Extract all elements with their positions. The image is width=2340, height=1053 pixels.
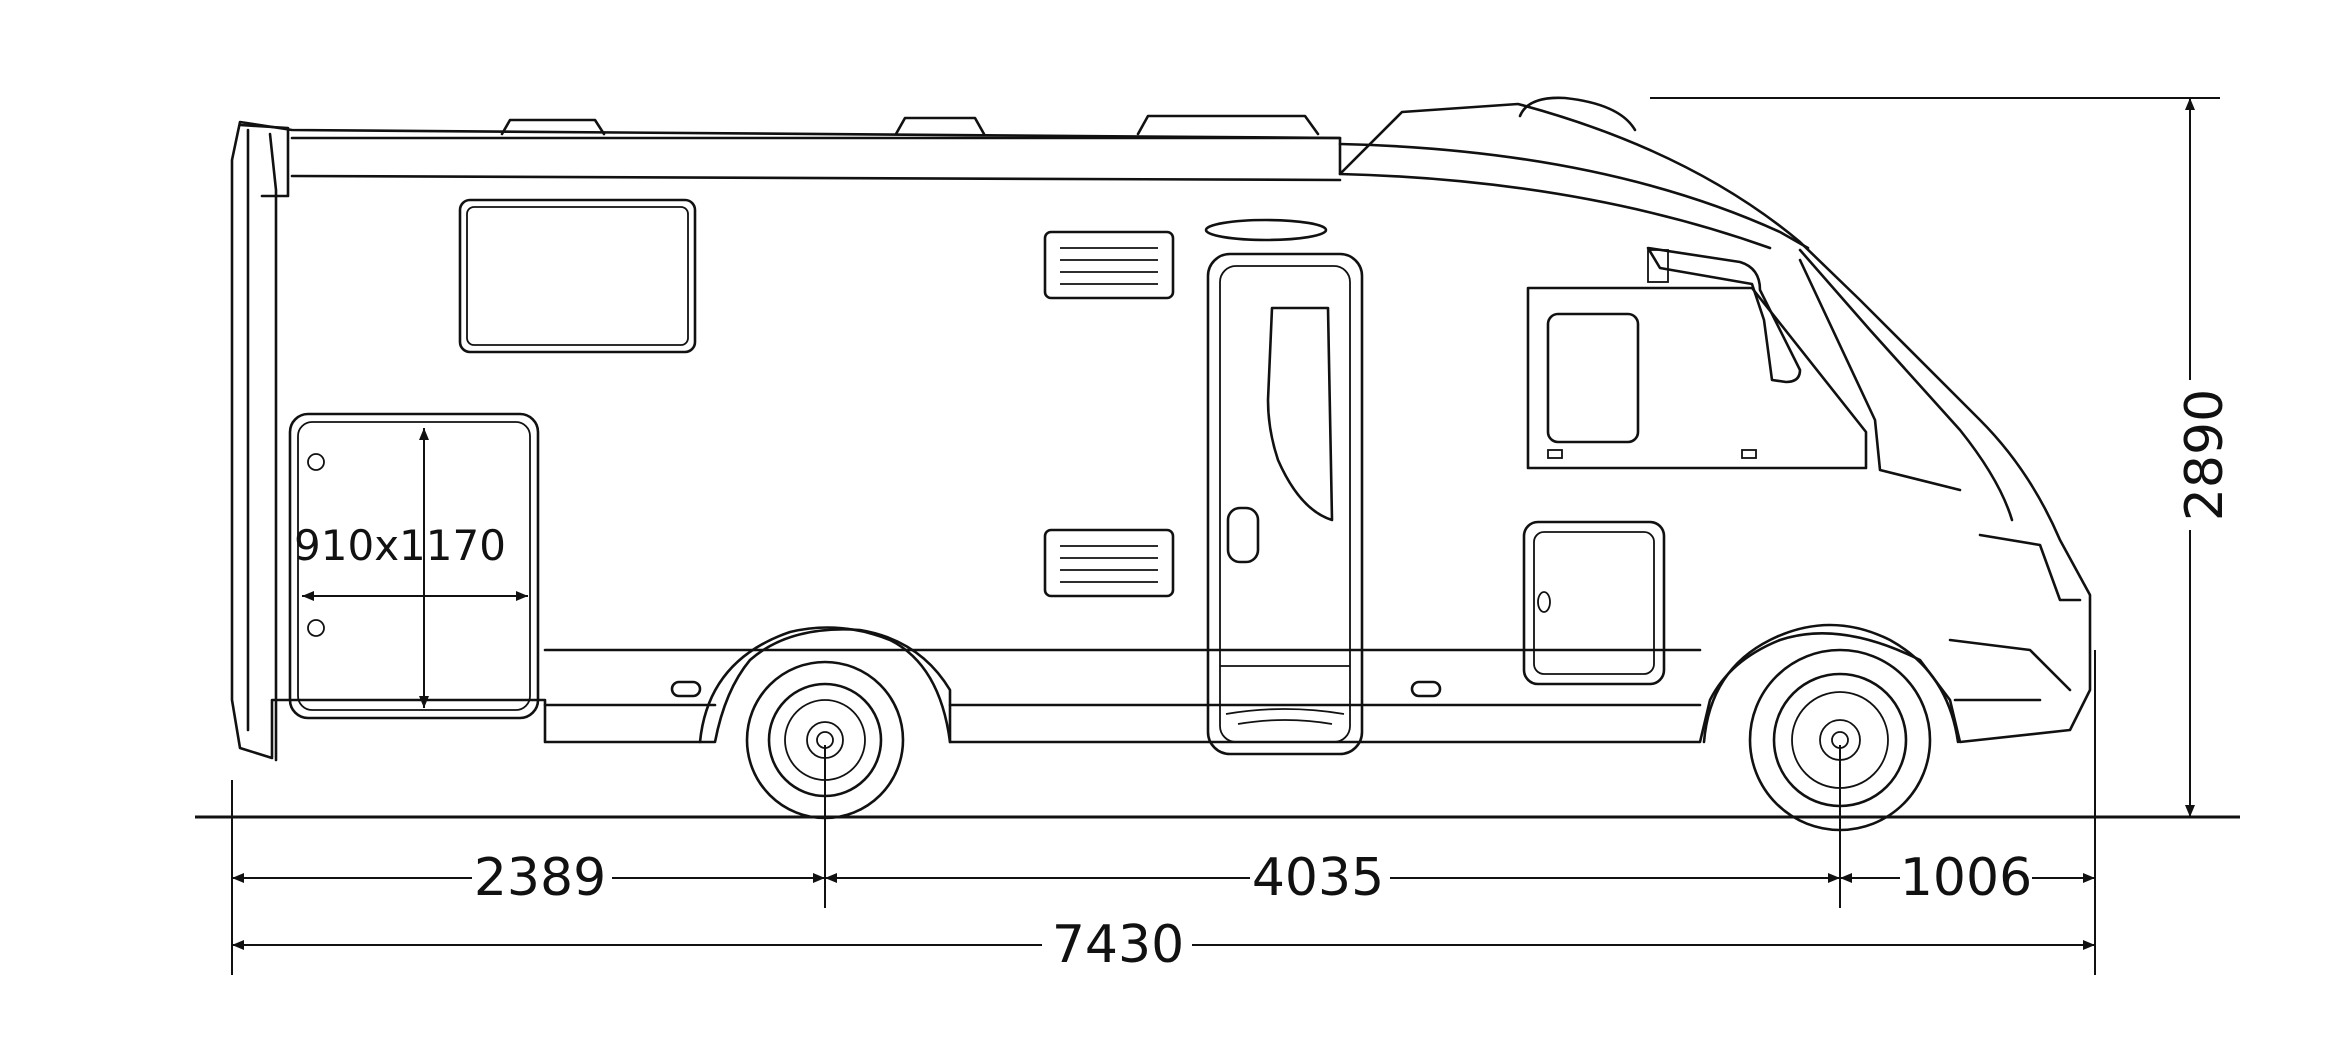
rear-overhang-label: 2389: [474, 848, 606, 908]
overall-height-label: 2890: [2175, 389, 2235, 521]
dimension-lines: [231, 97, 2220, 975]
front-overhang-label: 1006: [1900, 848, 2032, 908]
motorhome-body: [230, 96, 2092, 762]
front-wheel: [1702, 623, 1960, 832]
garage-door: [288, 412, 540, 720]
entrance-door: [1204, 218, 1364, 756]
overall-length-label: 7430: [1052, 915, 1184, 975]
wheelbase-label: 4035: [1252, 848, 1384, 908]
side-mirror: [1646, 246, 1802, 384]
side-window: [1526, 286, 1868, 470]
upper-vent: [1043, 230, 1175, 300]
door-opening-label: 910x1170: [294, 521, 506, 570]
lower-vent: [1043, 528, 1175, 598]
cab-door: [1522, 520, 1666, 686]
rear-window: [458, 198, 697, 354]
